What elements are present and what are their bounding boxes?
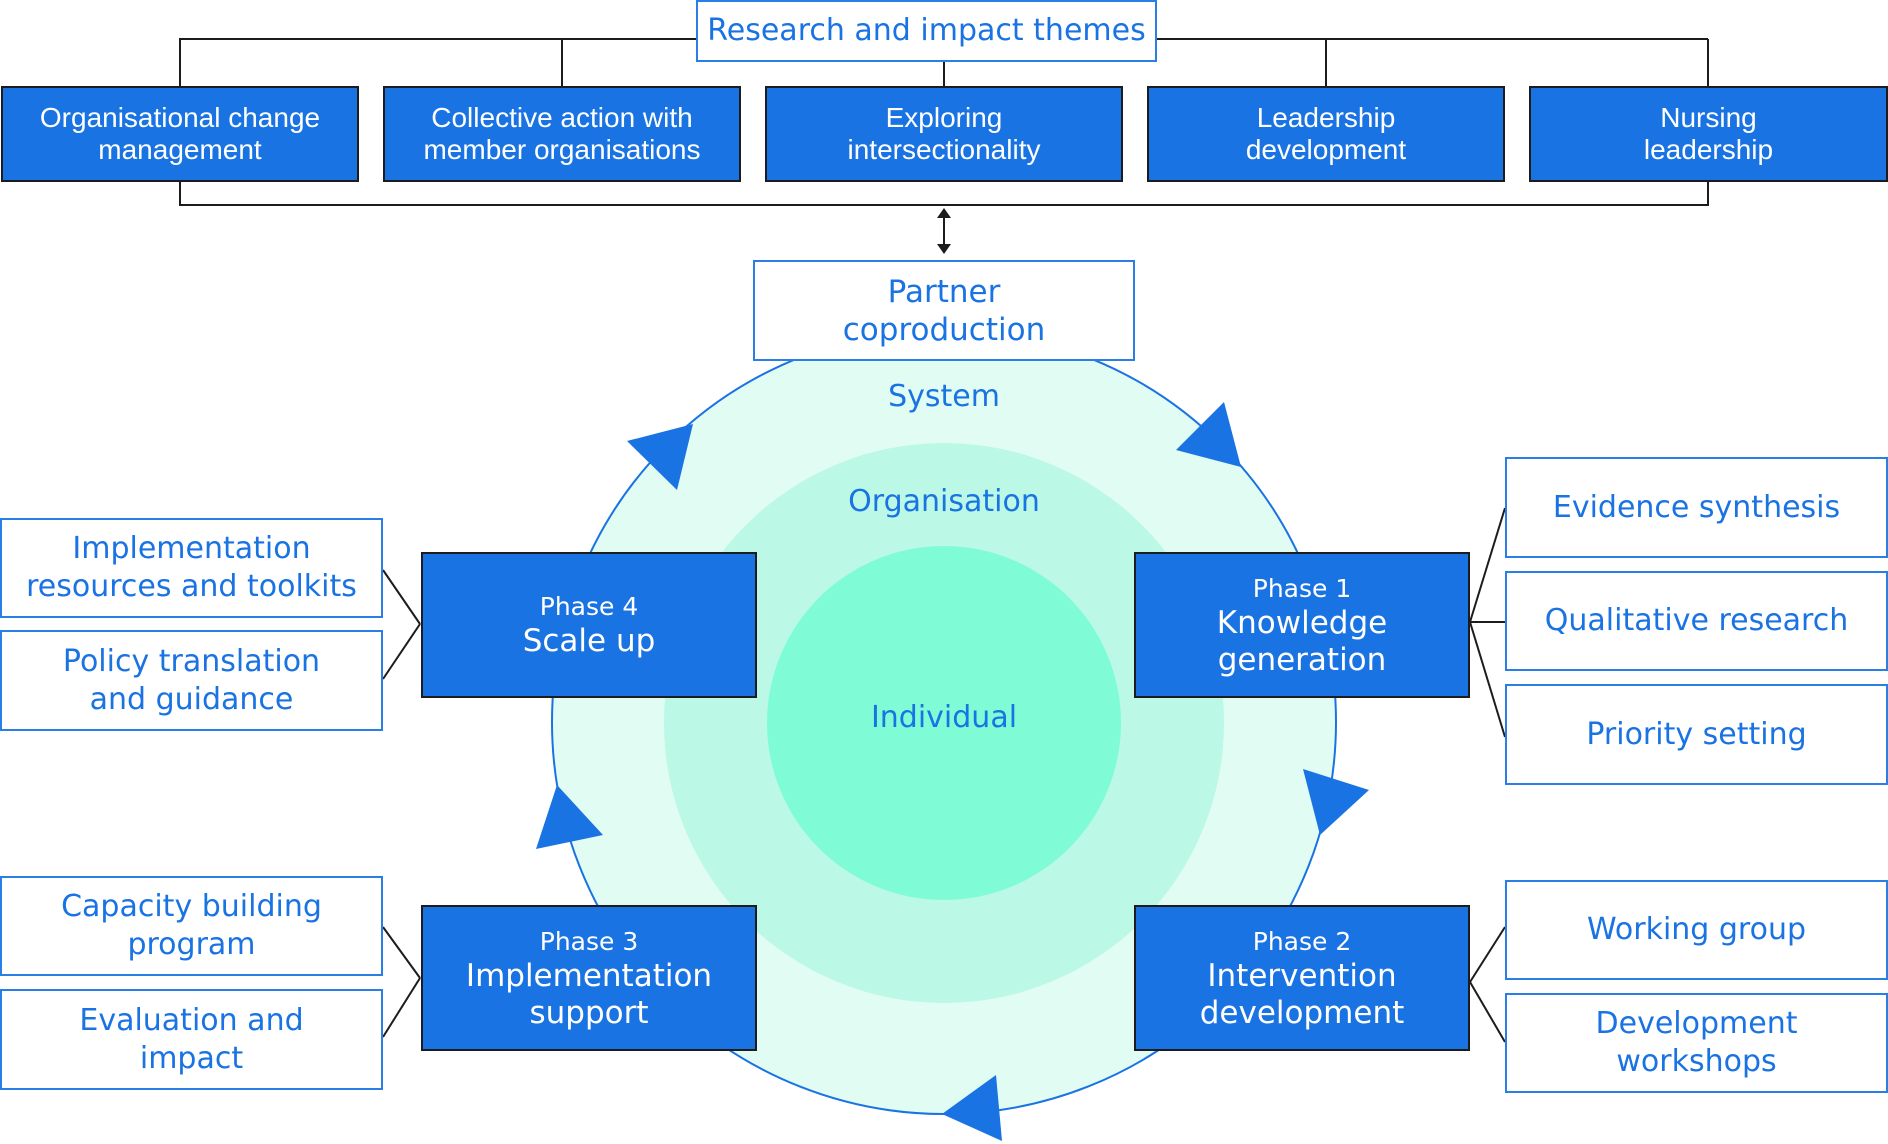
partner-label: Partner xyxy=(887,273,1001,310)
activity-priority-setting: Priority setting xyxy=(1505,684,1888,785)
phase-title: support xyxy=(529,994,649,1031)
theme-label: Collective action with xyxy=(431,102,693,133)
connector-line xyxy=(1469,926,1506,983)
activity-implementation-resources: Implementation resources and toolkits xyxy=(0,518,383,618)
connector-line xyxy=(1469,981,1506,1043)
cycle-arrows xyxy=(536,402,1369,1141)
theme-label: Exploring xyxy=(885,102,1003,133)
activity-label: workshops xyxy=(1616,1044,1777,1079)
theme-label: member organisations xyxy=(423,134,701,165)
arrow-head-icon xyxy=(942,1075,1002,1141)
theme-label: development xyxy=(1245,134,1407,165)
arrow-head-icon xyxy=(536,785,603,849)
theme-organisational-change: Organisational change management xyxy=(1,86,359,182)
phase-1-box: Phase 1 Knowledge generation xyxy=(1134,552,1470,698)
phase-title: Implementation xyxy=(465,957,713,994)
phase-number: Phase 2 xyxy=(1252,926,1352,956)
phase-title: Scale up xyxy=(522,623,656,659)
phase-number: Phase 1 xyxy=(1252,573,1352,603)
phase-2-box: Phase 2 Intervention development xyxy=(1134,905,1470,1051)
phase-number: Phase 4 xyxy=(539,592,639,621)
phase-4-box: Phase 4 Scale up xyxy=(421,552,757,698)
activity-qualitative-research: Qualitative research xyxy=(1505,571,1888,671)
double-arrow-icon xyxy=(937,208,951,254)
level-label-individual: Individual xyxy=(870,700,1018,735)
theme-label: management xyxy=(98,134,262,165)
top-bracket-line xyxy=(179,38,696,86)
activity-development-workshops: Development workshops xyxy=(1505,993,1888,1093)
connector-line xyxy=(382,926,421,979)
activity-label: and guidance xyxy=(89,681,294,717)
activity-label: impact xyxy=(139,1040,244,1076)
theme-connectors xyxy=(179,38,1709,206)
activity-label: program xyxy=(127,927,256,962)
arrow-head-icon xyxy=(1176,402,1241,467)
connector-line xyxy=(1469,621,1506,738)
activity-label: resources and toolkits xyxy=(26,569,357,604)
phase-title: Intervention xyxy=(1207,957,1397,994)
individual-ring xyxy=(767,546,1121,900)
phase-title: generation xyxy=(1217,641,1387,678)
research-themes-title-text: Research and impact themes xyxy=(707,13,1146,48)
phase-title: Knowledge xyxy=(1216,604,1388,641)
activity-label: Evaluation and xyxy=(79,1002,304,1038)
activity-working-group: Working group xyxy=(1505,880,1888,980)
activity-label: Policy translation xyxy=(62,643,321,679)
activity-evaluation-impact: Evaluation and impact xyxy=(0,989,383,1090)
activity-label: Evidence synthesis xyxy=(1552,489,1841,525)
theme-leadership-development: Leadership development xyxy=(1147,86,1505,182)
activity-policy-translation: Policy translation and guidance xyxy=(0,630,383,731)
partner-coproduction-box: Partner coproduction xyxy=(753,260,1135,361)
partner-label: coproduction xyxy=(842,311,1046,348)
connector-line xyxy=(382,623,421,680)
phase-title: development xyxy=(1199,994,1405,1031)
level-label-system: System xyxy=(888,379,1000,414)
phase-number: Phase 3 xyxy=(539,926,639,956)
arrow-head-icon xyxy=(627,424,693,490)
arrow-head-icon xyxy=(1303,769,1369,835)
activity-capacity-building: Capacity building program xyxy=(0,876,383,976)
level-label-organisation: Organisation xyxy=(848,484,1040,519)
bottom-bracket-line xyxy=(179,182,1709,206)
theme-label: intersectionality xyxy=(847,134,1041,165)
theme-nursing-leadership: Nursing leadership xyxy=(1529,86,1888,182)
theme-label: Nursing xyxy=(1660,102,1757,133)
phase-3-box: Phase 3 Implementation support xyxy=(421,905,757,1051)
activity-label: Implementation xyxy=(72,531,311,566)
theme-label: leadership xyxy=(1643,134,1774,165)
connector-line xyxy=(382,569,421,625)
activity-label: Priority setting xyxy=(1586,716,1807,752)
theme-label: Organisational change xyxy=(39,102,321,133)
activity-label: Development xyxy=(1595,1006,1798,1041)
activity-label: Working group xyxy=(1586,912,1807,947)
activity-evidence-synthesis: Evidence synthesis xyxy=(1505,457,1888,558)
theme-collective-action: Collective action with member organisati… xyxy=(383,86,741,182)
research-themes-title: Research and impact themes xyxy=(696,0,1157,62)
connector-line xyxy=(382,977,421,1038)
theme-label: Leadership xyxy=(1256,102,1396,133)
theme-intersectionality: Exploring intersectionality xyxy=(765,86,1123,182)
activity-label: Capacity building xyxy=(61,889,322,924)
activity-connectors xyxy=(382,507,1506,1043)
activity-label: Qualitative research xyxy=(1544,603,1849,638)
connector-line xyxy=(1469,507,1506,623)
